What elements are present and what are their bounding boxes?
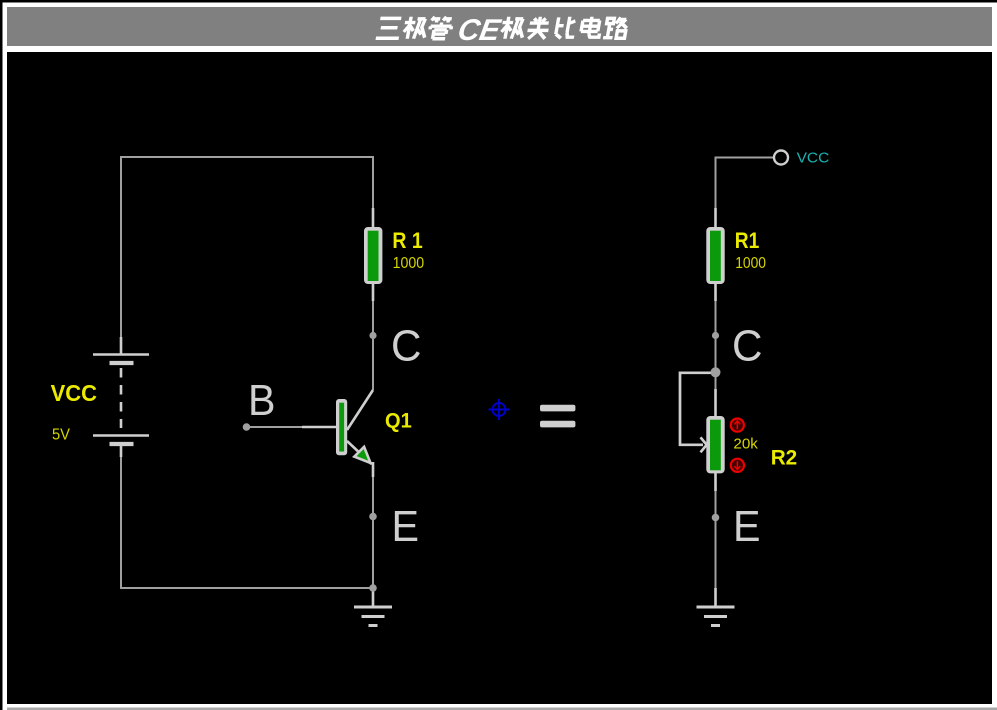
svg-text:CE: CE [455,14,503,47]
svg-text:5V: 5V [52,427,70,444]
svg-text:C: C [732,322,763,371]
svg-text:E: E [733,502,761,551]
svg-text:VCC: VCC [797,150,830,167]
svg-text:B: B [248,376,276,425]
svg-text:1000: 1000 [735,255,766,272]
svg-text:1000: 1000 [393,255,425,272]
svg-text:C: C [391,322,422,371]
svg-text:E: E [392,502,420,551]
svg-text:Q1: Q1 [385,409,412,433]
svg-text:R2: R2 [771,445,798,469]
svg-text:20k: 20k [733,436,758,452]
svg-text:VCC: VCC [51,380,97,406]
svg-text:R1: R1 [735,228,760,253]
svg-text:R 1: R 1 [392,228,422,253]
